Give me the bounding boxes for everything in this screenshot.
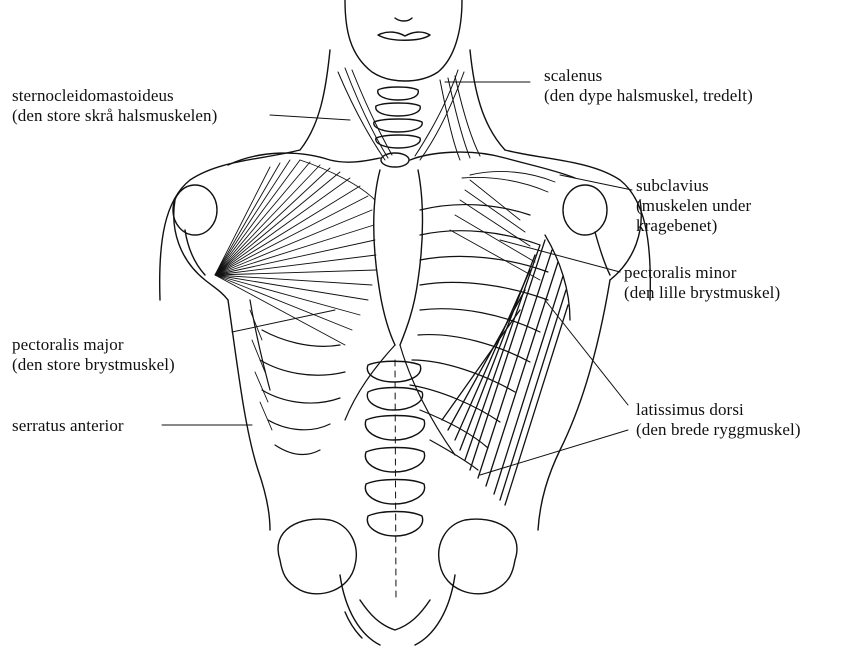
leader-pectoralis-major: [232, 310, 335, 332]
label-desc: (den store brystmuskel): [12, 355, 175, 375]
cervical-vertebrae: [374, 87, 422, 148]
leader-latissimus-dorsi: [545, 300, 628, 405]
serratus-anterior-muscle: [250, 310, 272, 430]
leader-sternocleidomastoideus: [270, 115, 350, 120]
latissimus-dorsi-muscle: [442, 235, 570, 505]
label-sternocleidomastoideus: sternocleidomastoideus (den store skrå h…: [12, 86, 217, 126]
label-desc: (den brede ryggmuskel): [636, 420, 801, 440]
humerus-right: [563, 185, 610, 275]
label-desc: (den lille brystmuskel): [624, 283, 780, 303]
lumbar-spine: [365, 360, 424, 600]
head-outline: [345, 0, 462, 81]
label-name: pectoralis minor: [624, 263, 780, 283]
label-subclavius: subclavius (muskelen under kragebenet): [636, 176, 751, 236]
label-desc: (muskelen under: [636, 196, 751, 216]
humerus-left: [173, 185, 217, 275]
label-name: sternocleidomastoideus: [12, 86, 217, 106]
sternum: [374, 170, 423, 345]
label-desc: (den dype halsmuskel, tredelt): [544, 86, 753, 106]
pectoralis-minor-muscle: [450, 171, 555, 280]
label-scalenus: scalenus (den dype halsmuskel, tredelt): [544, 66, 753, 106]
label-desc: kragebenet): [636, 216, 751, 236]
label-name: latissimus dorsi: [636, 400, 801, 420]
label-pectoralis-major: pectoralis major (den store brystmuskel): [12, 335, 175, 375]
label-name: pectoralis major: [12, 335, 175, 355]
clavicles: [228, 152, 575, 178]
pelvis: [278, 519, 517, 645]
label-desc: (den store skrå halsmuskelen): [12, 106, 217, 126]
label-pectoralis-minor: pectoralis minor (den lille brystmuskel): [624, 263, 780, 303]
label-latissimus-dorsi: latissimus dorsi (den brede ryggmuskel): [636, 400, 801, 440]
neck-outline: [300, 50, 505, 160]
label-name: serratus anterior: [12, 416, 124, 436]
pectoralis-major-muscle: [215, 160, 376, 345]
label-name: scalenus: [544, 66, 753, 86]
label-name: subclavius: [636, 176, 751, 196]
label-serratus-anterior: serratus anterior: [12, 416, 124, 436]
